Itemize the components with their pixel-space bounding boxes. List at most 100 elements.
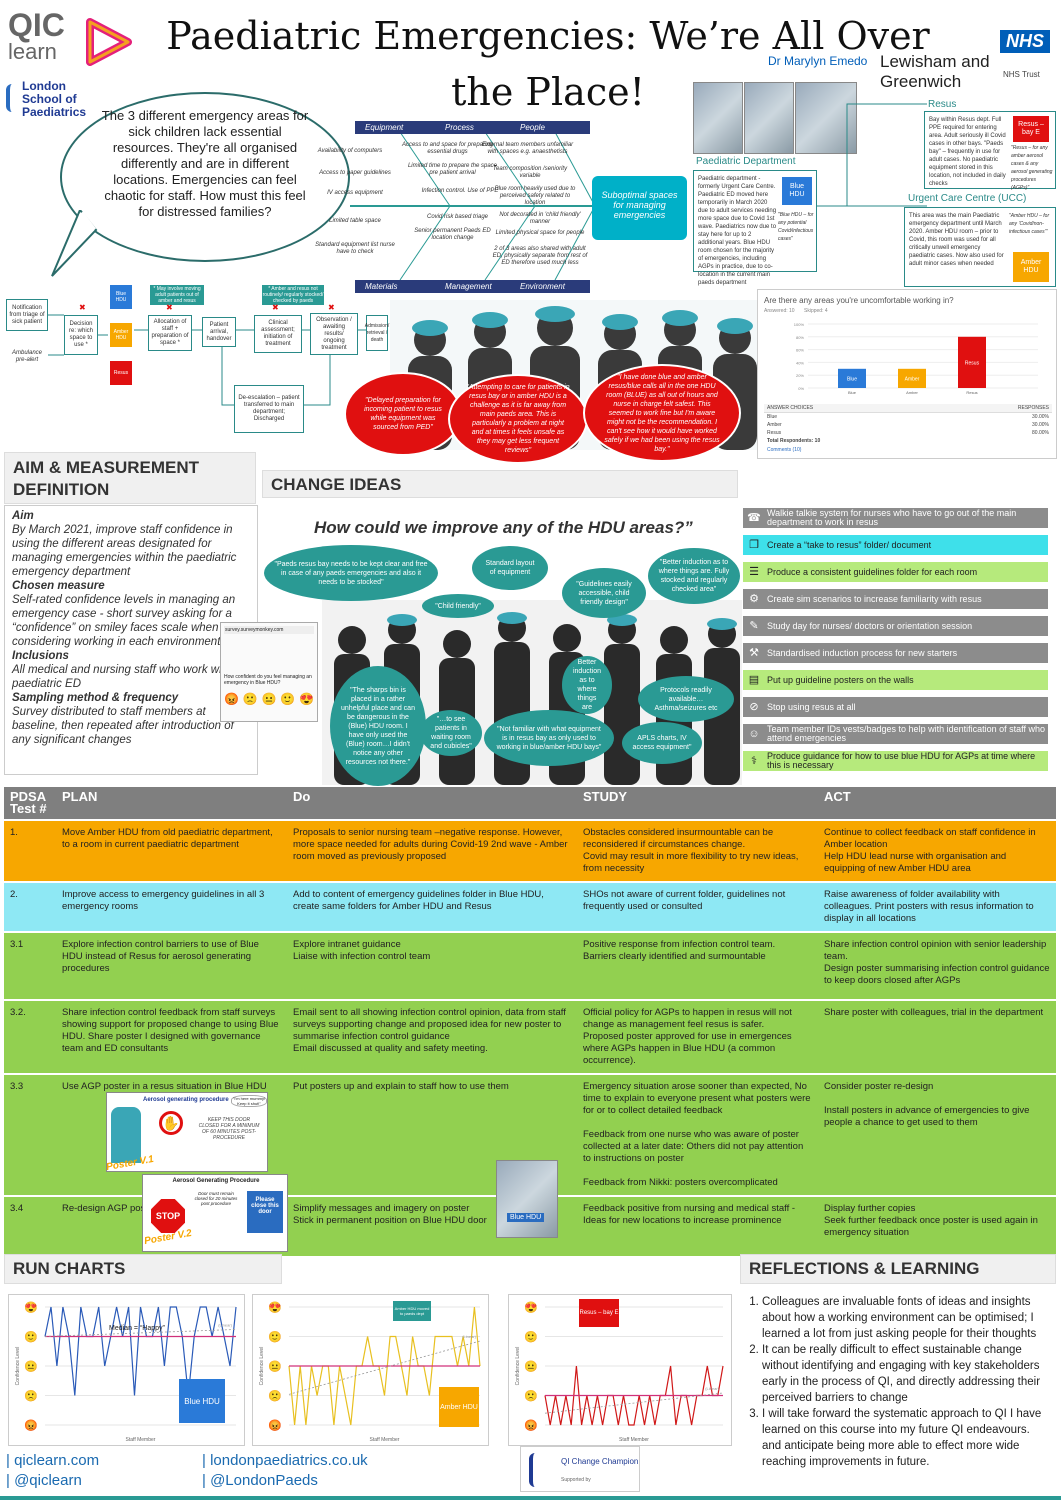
reflection-item: It can be really difficult to effect sus… [762,1342,1052,1406]
run-xlabel: Staff Member [619,1437,649,1443]
change-idea-text: Produce guidance for how to use blue HDU… [767,751,1036,770]
face-angry-icon[interactable]: 😡 [224,692,239,706]
trust-name: Lewisham and Greenwich [880,52,990,91]
fishbone-item: Access to paper guidelines [319,170,391,176]
footer-link-londonpaediatrics[interactable]: | londonpaediatrics.co.uk [202,1452,368,1469]
pdsa-cell-plan: Move Amber HDU from old paediatric depar… [56,819,287,882]
pdsa-cell-study: Positive response from infection control… [577,931,818,1000]
run-face-tick: 🙂 [24,1331,38,1344]
flow-box-admission: Admission/ retrieval / death [365,315,389,351]
change-idea-text: Stop using resus at all [767,701,856,712]
pdsa-cell-act: Share infection control opinion with sen… [818,931,1056,1000]
nhs-logo: NHS [1000,30,1051,53]
survey-row-label: Resus [767,430,782,436]
fishbone-item: Infection control. Use of PPE [421,188,499,194]
pdsa-row: 3.2.Share infection control feedback fro… [4,999,1056,1074]
pdsa-cell-act: Consider poster re-design Install poster… [818,1073,1056,1196]
lsp-logo-text: London School of Paediatrics [22,79,87,119]
survey-ytick: 0% [798,386,804,391]
run-face-tick: 🙂 [268,1331,282,1344]
lsp-figure-icon [6,84,18,112]
supported-text: Supported by [561,1477,591,1483]
change-idea-item: ☺Team member IDs vests/badges to help wi… [743,724,1048,744]
change-idea-icon: ▤ [748,674,760,686]
pdsa-cell-test: 2. [4,881,56,932]
qi-champion-badge: QI Change Champion Supported by [520,1446,640,1492]
change-idea-item: ⊘Stop using resus at all [743,697,1048,717]
change-idea-text: Study day for nurses/ doctors or orienta… [767,620,973,631]
face-neutral-icon[interactable]: 😐 [261,692,277,706]
change-idea-item: ▤Put up guideline posters on the walls [743,670,1048,690]
run-face-tick: 😍 [524,1301,538,1314]
face-sad-icon[interactable]: 🙁 [242,692,258,706]
footer-link-londonpaeds-twitter[interactable]: | @LondonPaeds [202,1472,318,1489]
footer-link-qiclearn-twitter[interactable]: | @qiclearn [6,1472,82,1489]
survey-bar [838,368,866,388]
survey-comments-link[interactable]: Comments (10) [767,447,802,453]
pdsa-cell-study: Emergency situation arose sooner than ex… [577,1073,818,1196]
run-trendline [544,1392,724,1414]
survey-bar-label: Amber [905,376,920,382]
fishbone-item: IV access equipment [327,190,383,196]
run-xlabel: Staff Member [370,1437,400,1443]
qic-logo-text: QIC [8,7,65,43]
change-heading: CHANGE IDEAS [262,470,738,498]
poster-v1-staff-icon [111,1107,141,1163]
resus-text: Bay within Resus dept. Full PPE required… [929,117,1006,187]
fishbone-item: Limited time to prepare the space pre pa… [407,163,498,176]
survey-row-label: Blue [767,414,778,420]
pdsa-col-act: ACT [818,787,1056,820]
pdsa-cell-study: Feedback positive from nursing and medic… [577,1195,818,1256]
change-idea-text: Standardised induction process for new s… [767,647,958,658]
survey-bar [898,368,926,388]
change-idea-item: ☎Walkie talkie system for nurses who hav… [743,508,1048,528]
flow-cross-icon: ✖ [79,303,86,312]
fishbone-item: 2 of 3 areas also shared with adult ED, … [492,246,588,266]
poster-v2: Aerosol Generating Procedure STOP Door m… [142,1174,288,1252]
poster-v1: Aerosol generating procedure ✋ KEEP THIS… [106,1092,268,1172]
pdsa-col-study: STUDY [577,787,818,820]
flow-box-decision: Decision re: which space to use * [64,315,98,355]
fishbone-label-management: Management [435,280,515,293]
survey-row-label: Amber [767,422,782,428]
change-bubble: APLS charts, IV access equipment" [622,722,702,764]
pdsa-cell-plan: Explore infection control barriers to us… [56,931,287,1000]
poster-v1-title: Aerosol generating procedure [143,1097,229,1103]
survey-ytick: 60% [796,348,804,353]
flow-room-amber: Amber HDU [110,323,132,347]
resus-label: Resus [928,99,957,110]
face-love-icon[interactable]: 😍 [299,692,314,706]
blue-hdu-note: "Blue HDU – for any potential Covid/infe… [778,212,814,242]
reflections-list: Colleagues are invaluable fonts of ideas… [740,1294,1052,1470]
footer-link-qiclearn[interactable]: | qiclearn.com [6,1452,100,1469]
fishbone-diagram: Equipment Process People Materials Manag… [315,118,690,293]
staff-quote-3: "I have done blue and amber resus/blue c… [583,364,741,462]
pdsa-cell-test: 3.1 [4,931,56,1000]
flow-room-resus: Resus [110,361,132,385]
door-photo: Blue HDU [496,1160,558,1238]
blue-hdu-box: Blue HDU [782,177,812,205]
learn-logo-text: learn [8,39,57,64]
poster-v2-sub: Door must remain closed for 20 minutes p… [194,1191,238,1206]
flow-box-allocation: Allocation of staff + preparation of spa… [148,315,192,351]
change-idea-text: Produce a consistent guidelines folder f… [767,566,978,577]
flow-cross-icon: ✖ [166,303,173,312]
resus-notes: Bay within Resus dept. Full PPE required… [924,111,1056,191]
fishbone-label-equipment: Equipment [355,121,435,134]
pdsa-cell-test: 3.3 [4,1073,56,1196]
run-face-tick: 😡 [24,1419,38,1432]
fishbone-label-process: Process [435,121,515,134]
poster-v2-please: Please close this door [247,1191,283,1233]
run-line [544,1365,724,1426]
department-photo [693,82,743,154]
change-bubble: "…to see patients in waiting room and cu… [420,710,482,756]
change-bubble: Better induction as to where things are [562,656,612,714]
fishbone-item: Blue room heavily used due to perceived … [494,186,576,206]
face-happy-icon[interactable]: 🙂 [280,692,296,706]
fishbone-head: Suboptimal spaces for managing emergenci… [592,176,687,240]
fishbone-item: Access to and space for preparing essent… [401,142,494,155]
pdsa-cell-plan: Share infection control feedback from st… [56,999,287,1074]
fishbone-item: Senior permanent Paeds ED location chang… [414,228,491,241]
pdsa-cell-study: SHOs not aware of current folder, guidel… [577,881,818,932]
